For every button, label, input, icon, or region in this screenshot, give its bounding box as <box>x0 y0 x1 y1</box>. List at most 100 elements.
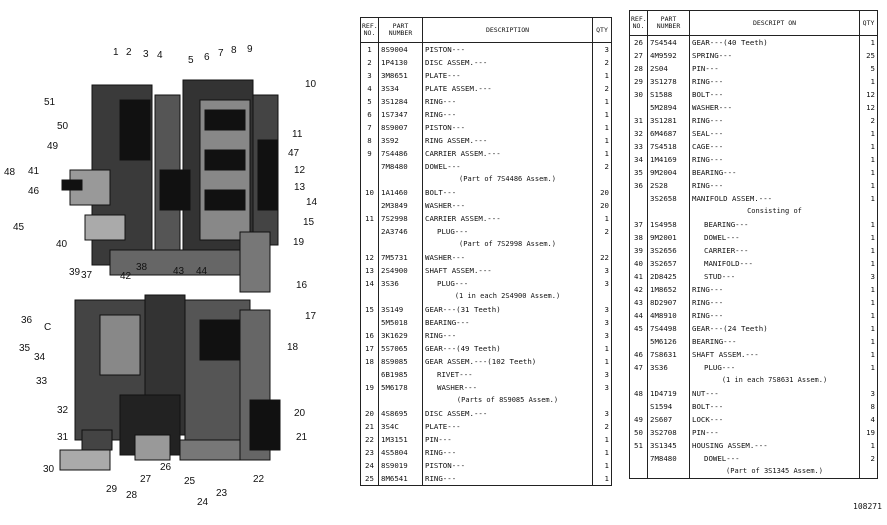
description-cell: GEAR---(24 Teeth) <box>692 324 768 333</box>
qty-cell: 25 <box>859 49 878 62</box>
ref-cell <box>360 199 379 212</box>
ref-cell: 29 <box>629 75 648 88</box>
description-cell: DOWEL--- <box>704 454 740 463</box>
description-cell: DISC ASSEM.--- <box>425 409 488 418</box>
qty-cell: 5 <box>859 62 878 75</box>
ref-cell: 25 <box>360 472 379 486</box>
ref-cell: 3 <box>360 69 379 82</box>
ref-cell: 45 <box>629 322 648 335</box>
callout-9: 9 <box>247 44 253 55</box>
part-number-cell: S1594 <box>647 400 690 413</box>
qty-cell: 3 <box>592 407 612 420</box>
callout-28: 28 <box>126 490 138 501</box>
description-cell: RING--- <box>425 448 457 457</box>
description-cell: PIN--- <box>692 64 719 73</box>
figure-number: 108271 <box>853 502 882 511</box>
ref-cell <box>360 368 379 381</box>
callout-51: 51 <box>44 97 56 108</box>
callout-1: 1 <box>113 47 119 58</box>
part-number-cell: 2S04 <box>647 62 690 75</box>
description-cell: PISTON--- <box>425 461 466 470</box>
part-number-cell: 7M8480 <box>647 452 690 465</box>
part-number-cell: 5M6178 <box>378 381 423 394</box>
ref-cell: 8 <box>360 134 379 147</box>
qty-cell: 12 <box>859 88 878 101</box>
ref-cell: 38 <box>629 231 648 244</box>
table-row: (Part of 7S2998 Assem.) <box>360 238 612 251</box>
part-number-cell: 3S2708 <box>647 426 690 439</box>
qty-cell: 1 <box>592 472 612 486</box>
part-number-cell: 5M2894 <box>647 101 690 114</box>
part-number-cell: 4M9592 <box>647 49 690 62</box>
description-cell: WASHER--- <box>692 103 733 112</box>
qty-cell: 3 <box>592 42 612 56</box>
table-row: (Parts of 8S9085 Assem.) <box>360 394 612 407</box>
qty-cell <box>592 394 612 407</box>
description-cell: STUD--- <box>704 272 736 281</box>
ref-cell: 35 <box>629 166 648 179</box>
callout-47: 47 <box>288 148 300 159</box>
header-description: DESCRIPT ON <box>689 10 860 36</box>
qty-cell <box>859 205 878 218</box>
ref-cell: 41 <box>629 270 648 283</box>
callout-8: 8 <box>231 45 237 56</box>
part-number-cell: 4S8695 <box>378 407 423 420</box>
qty-cell <box>592 173 612 186</box>
part-number-cell: 2D8425 <box>647 270 690 283</box>
part-number-cell: 8S9004 <box>378 42 423 56</box>
ref-cell: 39 <box>629 244 648 257</box>
table-row: Consisting of <box>629 205 878 218</box>
cross-section-illustration <box>59 79 281 471</box>
qty-cell: 2 <box>592 56 612 69</box>
description-cell: WASHER--- <box>437 383 478 392</box>
qty-cell: 3 <box>592 368 612 381</box>
callout-16: 16 <box>296 280 308 291</box>
part-number-cell: 3S36 <box>378 277 423 290</box>
qty-cell: 1 <box>592 147 612 160</box>
callout-36: 36 <box>21 315 33 326</box>
qty-cell: 2 <box>592 225 612 238</box>
ref-cell: 33 <box>629 140 648 153</box>
part-number-cell: 2A3746 <box>378 225 423 238</box>
ref-cell: 7 <box>360 121 379 134</box>
ref-cell <box>360 394 379 407</box>
ref-cell <box>629 400 648 413</box>
ref-cell: 6 <box>360 108 379 121</box>
ref-cell: 43 <box>629 296 648 309</box>
qty-cell: 1 <box>592 95 612 108</box>
description-cell: PLATE ASSEM.--- <box>425 84 492 93</box>
header-description: DESCRIPTION <box>422 17 593 43</box>
callout-25: 25 <box>184 476 196 487</box>
description-cell: BOLT--- <box>692 90 724 99</box>
part-number-cell: 2S28 <box>647 179 690 192</box>
ref-cell: 1 <box>360 42 379 56</box>
part-number-cell: 3S2656 <box>647 244 690 257</box>
qty-cell: 1 <box>859 348 878 361</box>
qty-cell: 8 <box>859 400 878 413</box>
description-cell: RIVET--- <box>437 370 473 379</box>
qty-cell: 20 <box>592 199 612 212</box>
description-cell: PIN--- <box>425 435 452 444</box>
ref-cell: 46 <box>629 348 648 361</box>
description-cell: (1 in each 7S8631 Assem.) <box>721 376 828 384</box>
part-number-cell: 9M2001 <box>647 231 690 244</box>
description-cell: BOLT--- <box>692 402 724 411</box>
qty-cell: 1 <box>859 439 878 452</box>
qty-cell: 1 <box>859 218 878 231</box>
part-number-cell: 1S7347 <box>378 108 423 121</box>
qty-cell: 1 <box>592 446 612 459</box>
